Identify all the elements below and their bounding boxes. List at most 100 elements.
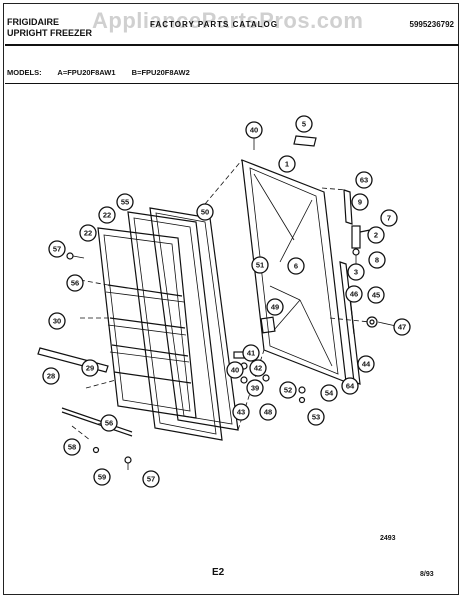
callout-45: 45	[367, 286, 385, 304]
svg-text:43: 43	[237, 408, 245, 417]
brand-name: FRIGIDAIRE	[7, 17, 60, 27]
svg-text:22: 22	[84, 229, 92, 238]
svg-text:2: 2	[374, 231, 378, 240]
svg-text:49: 49	[271, 303, 279, 312]
callout-49: 49	[266, 298, 284, 316]
svg-text:29: 29	[86, 364, 94, 373]
callout-42: 42	[249, 359, 267, 377]
svg-text:22: 22	[103, 211, 111, 220]
callout-56-b: 56	[100, 414, 118, 432]
callout-8: 8	[368, 251, 386, 269]
callout-22-b: 22	[79, 224, 97, 242]
svg-text:54: 54	[325, 389, 334, 398]
drawing-code: 2493	[380, 535, 396, 542]
svg-text:30: 30	[53, 317, 61, 326]
callout-55: 55	[116, 193, 134, 211]
svg-text:52: 52	[284, 386, 292, 395]
svg-text:57: 57	[53, 245, 61, 254]
door-gasket	[127, 211, 223, 441]
page-number: E2	[212, 567, 225, 578]
callout-57-bottom: 57	[142, 470, 160, 488]
svg-text:51: 51	[256, 261, 264, 270]
callout-50: 50	[196, 203, 214, 221]
callout-28: 28	[42, 367, 60, 385]
svg-text:47: 47	[398, 323, 406, 332]
product-name: UPRIGHT FREEZER	[7, 28, 93, 38]
door-rod	[61, 407, 133, 437]
revision-date: 8/93	[420, 571, 434, 578]
callout-58: 58	[63, 438, 81, 456]
svg-text:39: 39	[251, 384, 259, 393]
header-brand-block: FRIGIDAIRE UPRIGHT FREEZER	[7, 17, 92, 39]
svg-text:1: 1	[285, 160, 289, 169]
callout-56-a: 56	[66, 274, 84, 292]
callout-63: 63	[355, 171, 373, 189]
callout-30: 30	[48, 312, 66, 330]
svg-text:41: 41	[247, 349, 255, 358]
callout-2: 2	[367, 226, 385, 244]
callout-48: 48	[259, 403, 277, 421]
hinge-hardware	[351, 225, 371, 266]
catalog-title: FACTORY PARTS CATALOG	[150, 20, 278, 29]
callout-64: 64	[341, 377, 359, 395]
callout-40-top: 40	[245, 121, 263, 139]
screws	[66, 252, 132, 470]
callout-5: 5	[295, 115, 313, 133]
callout-6: 6	[287, 257, 305, 275]
callout-22-a: 22	[98, 206, 116, 224]
svg-text:56: 56	[71, 279, 79, 288]
label-plate	[293, 135, 317, 147]
svg-text:28: 28	[47, 372, 55, 381]
svg-text:6: 6	[294, 262, 298, 271]
callout-44: 44	[357, 355, 375, 373]
callout-29: 29	[81, 359, 99, 377]
models-label: MODELS:	[7, 68, 42, 77]
svg-text:48: 48	[264, 408, 272, 417]
models-line: MODELS: A=FPU20F8AW1 B=FPU20F8AW2	[7, 68, 204, 77]
svg-text:45: 45	[372, 291, 380, 300]
svg-text:56: 56	[105, 419, 113, 428]
svg-text:57: 57	[147, 475, 155, 484]
shelf-bar	[37, 347, 109, 373]
svg-text:63: 63	[360, 176, 368, 185]
callout-54: 54	[320, 384, 338, 402]
svg-text:64: 64	[346, 382, 355, 391]
svg-text:58: 58	[68, 443, 76, 452]
callout-46: 46	[345, 285, 363, 303]
callout-group: 40 5 1 63 9 7 2 6 3 8 51 49 46 45 47 44 …	[42, 115, 411, 488]
callout-3: 3	[347, 263, 365, 281]
svg-text:59: 59	[98, 473, 106, 482]
callout-59: 59	[93, 468, 111, 486]
svg-text:44: 44	[362, 360, 371, 369]
hinge-strip	[339, 189, 361, 385]
callout-43: 43	[232, 403, 250, 421]
svg-text:53: 53	[312, 413, 320, 422]
callout-51: 51	[251, 256, 269, 274]
header-divider	[5, 44, 459, 46]
svg-text:7: 7	[387, 214, 391, 223]
svg-text:46: 46	[350, 290, 358, 299]
callout-57-top: 57	[48, 240, 66, 258]
catalog-part-number: 5995236792	[409, 20, 455, 29]
svg-text:9: 9	[358, 198, 362, 207]
callout-1: 1	[278, 155, 296, 173]
svg-text:40: 40	[231, 366, 239, 375]
svg-text:5: 5	[302, 120, 306, 129]
svg-text:8: 8	[375, 256, 379, 265]
model-a: A=FPU20F8AW1	[57, 68, 116, 77]
callout-40-bottom: 40	[226, 361, 244, 379]
callout-7: 7	[380, 209, 398, 227]
svg-text:55: 55	[121, 198, 129, 207]
callout-52: 52	[279, 381, 297, 399]
callout-9: 9	[351, 193, 369, 211]
watermark: AppliancePartsPros.com	[92, 8, 364, 33]
svg-text:50: 50	[201, 208, 209, 217]
callout-39: 39	[246, 379, 264, 397]
callout-41: 41	[242, 344, 260, 362]
callout-53: 53	[307, 408, 325, 426]
svg-text:42: 42	[254, 364, 262, 373]
svg-text:40: 40	[250, 126, 258, 135]
door-liner	[97, 227, 197, 419]
callout-47: 47	[393, 318, 411, 336]
